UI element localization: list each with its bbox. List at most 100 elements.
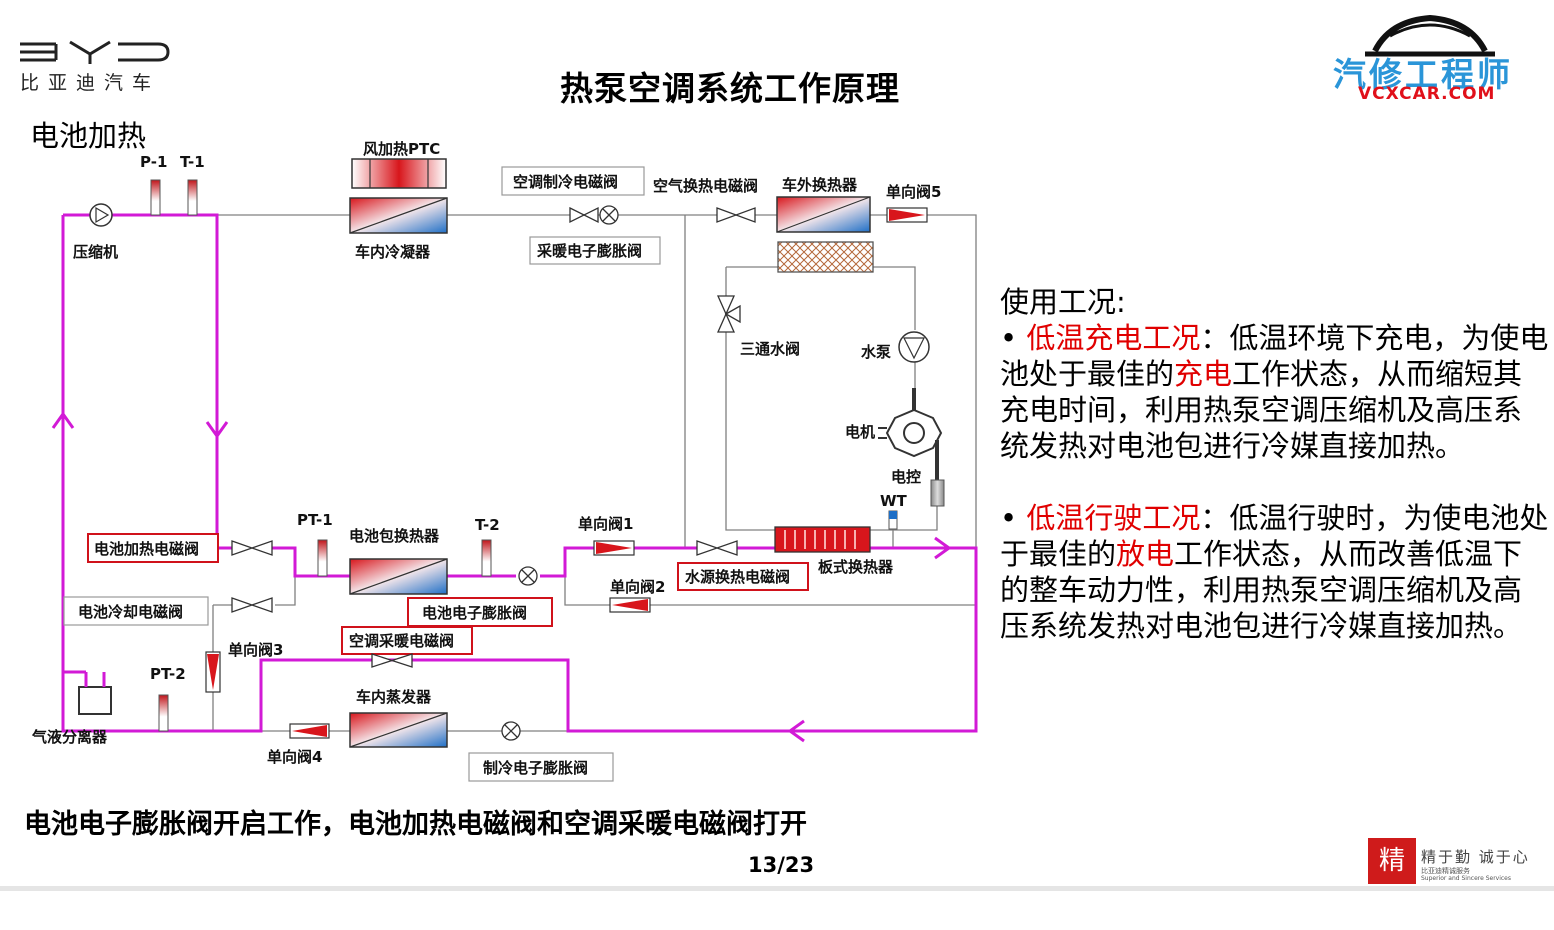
ptc-label: 风加热PTC xyxy=(363,140,440,158)
battery-exp-valve-label: 电池电子膨胀阀 xyxy=(422,604,527,622)
air-valve-label: 空气换热电磁阀 xyxy=(653,177,758,195)
compressor-icon xyxy=(89,203,113,227)
ac-heat-valve-label: 空调采暖电磁阀 xyxy=(349,632,454,650)
bullet: • xyxy=(1000,321,1018,355)
plate-hx-label: 板式换热器 xyxy=(818,558,894,576)
service-motto-sub: 比亚迪精诚服务 xyxy=(1421,867,1470,875)
check5-label: 单向阀5 xyxy=(886,183,941,201)
brand-site: VCXCAR.COM xyxy=(1358,84,1496,104)
battery-heat-valve-box xyxy=(87,533,219,563)
mode-subtitle: 电池加热 xyxy=(30,119,147,153)
condenser-label: 车内冷凝器 xyxy=(355,243,431,261)
page-title: 热泵空调系统工作原理 xyxy=(560,69,900,108)
wt-label: WT xyxy=(880,492,908,510)
check-valve-2-icon xyxy=(609,597,651,613)
compressor-label: 压缩机 xyxy=(73,243,118,261)
t2-label: T-2 xyxy=(475,516,500,534)
battery-cool-valve-label: 电池冷却电磁阀 xyxy=(78,603,183,621)
item1-highlight: 充电 xyxy=(1174,357,1233,391)
pump-label: 水泵 xyxy=(861,343,891,361)
check3-label: 单向阀3 xyxy=(228,641,283,659)
battery-hx-label: 电池包换热器 xyxy=(349,527,440,545)
byd-chinese-name: 比亚迪汽车 xyxy=(20,72,161,94)
evaporator-icon xyxy=(349,712,448,748)
seal-logo: 精诚 xyxy=(1368,838,1416,922)
bullet: • xyxy=(1000,501,1018,535)
item1-text-b: 工作状态，从而缩短其充电时间，利用热泵空调压缩机及高压系统发热对电池包进行冷媒直… xyxy=(1000,357,1523,463)
motor-icon xyxy=(878,388,943,480)
heating-expansion-valve-icon xyxy=(569,205,619,225)
heat-exp-valve-label: 采暖电子膨胀阀 xyxy=(536,242,642,260)
heat-pump-diagram: 压缩机 P-1 T-1 风加热PTC 车内冷凝器 空调制冷电磁阀 采暖电子膨胀阀… xyxy=(31,140,978,782)
outdoor-hx-label: 车外换热器 xyxy=(782,176,858,194)
ptc-heater-icon xyxy=(351,158,447,189)
check-valve-4-icon xyxy=(289,723,330,739)
item2-text-a: ：低温行驶时，为使电池处于最佳的 xyxy=(1000,501,1549,571)
cool-exp-valve-label: 制冷电子膨胀阀 xyxy=(483,759,588,777)
pt2-label: PT-2 xyxy=(150,665,186,683)
radiator-icon xyxy=(777,241,874,273)
temperature-sensor-t1 xyxy=(187,179,198,216)
separator-label: 气液分离器 xyxy=(31,728,108,746)
ac-heat-solenoid-icon xyxy=(371,653,413,668)
evaporator-label: 车内蒸发器 xyxy=(356,688,432,706)
battery-heat-valve-label: 电池加热电磁阀 xyxy=(94,540,199,558)
service-motto: 精于勤 诚于心 xyxy=(1421,848,1530,866)
check-valve-1-icon xyxy=(593,540,635,556)
check2-label: 单向阀2 xyxy=(610,578,665,596)
item1-text-a: ：低温环境下充电，为使电池处于最佳的 xyxy=(1000,321,1549,391)
water-valve-box xyxy=(677,562,809,591)
condenser-icon xyxy=(349,197,448,234)
service-motto-en: Superior and Sincere Services xyxy=(1421,875,1511,882)
ac-cool-valve-box xyxy=(501,166,645,196)
battery-cool-valve-box xyxy=(63,596,209,626)
pt2-sensor-icon xyxy=(158,694,169,732)
footer-caption: 电池电子膨胀阀开启工作，电池加热电磁阀和空调采暖电磁阀打开 xyxy=(24,809,807,840)
ac-cool-valve-label: 空调制冷电磁阀 xyxy=(513,173,618,191)
controller-label: 电控 xyxy=(891,468,921,486)
battery-cool-solenoid-icon xyxy=(231,597,273,613)
pt1-label: PT-1 xyxy=(297,511,333,529)
controller-icon xyxy=(930,479,945,507)
bottom-divider xyxy=(0,886,1554,891)
three-way-valve-icon xyxy=(716,295,741,333)
water-valve-label: 水源换热电磁阀 xyxy=(685,568,790,586)
gas-liquid-separator-icon xyxy=(63,670,112,715)
p1-label: P-1 xyxy=(140,153,167,171)
check1-label: 单向阀1 xyxy=(578,515,633,533)
battery-expansion-valve-icon xyxy=(518,566,538,586)
water-pump-icon xyxy=(898,331,930,363)
item2-highlight: 放电 xyxy=(1116,537,1175,571)
check-valve-3-icon xyxy=(205,651,221,693)
pt1-sensor-icon xyxy=(317,539,328,577)
outdoor-heat-exchanger-icon xyxy=(776,196,871,233)
wt-sensor-tip xyxy=(889,511,897,519)
flow-arrows xyxy=(51,411,952,743)
item1-title: 低温充电工况 xyxy=(1026,321,1201,355)
pressure-sensor-p1 xyxy=(150,179,161,216)
three-way-label: 三通水阀 xyxy=(740,340,800,358)
water-source-valve-icon xyxy=(696,540,738,556)
motor-label: 电机 xyxy=(845,423,875,441)
car-logo-icon xyxy=(1365,14,1495,57)
air-solenoid-valve-icon xyxy=(716,207,756,223)
battery-exp-valve-box xyxy=(407,597,553,627)
battery-heat-exchanger-icon xyxy=(349,558,448,595)
t2-sensor-icon xyxy=(481,539,492,577)
byd-logo xyxy=(20,40,170,64)
item2-text-b: 工作状态，从而改善低温下的整车动力性，利用热泵空调压缩机及高压系统发热对电池包进… xyxy=(1000,537,1523,643)
description-item-2: • 低温行驶工况：低温行驶时，为使电池处于最佳的放电工作状态，从而改善低温下的整… xyxy=(1000,500,1550,644)
description-heading: 使用工况: xyxy=(1000,285,1126,319)
page-number: 13/23 xyxy=(748,853,815,877)
t1-label: T-1 xyxy=(180,153,205,171)
inactive-pipes xyxy=(212,214,977,732)
ac-heat-valve-box xyxy=(341,626,473,655)
item2-title: 低温行驶工况 xyxy=(1026,501,1201,535)
description-item-1: • 低温充电工况：低温环境下充电，为使电池处于最佳的充电工作状态，从而缩短其充电… xyxy=(1000,320,1550,464)
heat-exp-valve-box xyxy=(529,236,661,265)
active-flow-path xyxy=(61,213,978,733)
description-panel: 使用工况: • 低温充电工况：低温环境下充电，为使电池处于最佳的充电工作状态，从… xyxy=(1000,284,1550,644)
brand-name: 汽修工程师 xyxy=(1333,55,1513,94)
cool-exp-valve-box xyxy=(468,752,614,782)
cooling-expansion-valve-icon xyxy=(501,721,521,741)
